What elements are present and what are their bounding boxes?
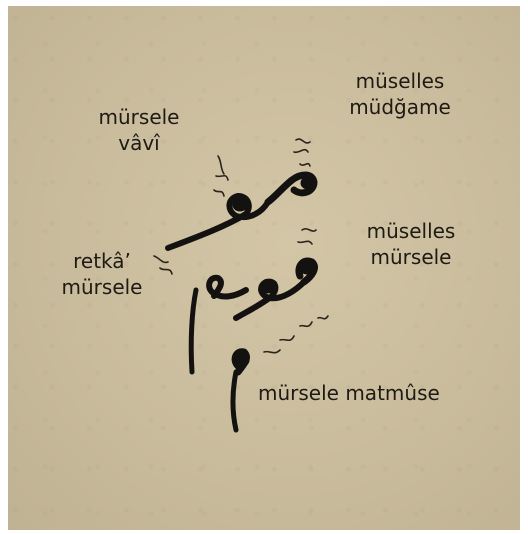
label-muselles-mudgame-line2: müdğame (330, 94, 470, 120)
label-muselles-mudgame-line1: müselles (330, 68, 470, 94)
label-muselles-mursele-line2: mürsele (350, 244, 472, 270)
label-muselles-mursele: müselles mürsele (350, 218, 472, 270)
label-mursele-matmuse-line1: mürsele matmûse (258, 380, 498, 406)
label-retka-mursele-line1: retkâ’ (52, 248, 152, 274)
label-mursele-vavi-line2: vâvî (86, 130, 192, 156)
label-retka-mursele: retkâ’ mürsele (52, 248, 152, 300)
lower-mim-stroke (233, 352, 249, 430)
label-muselles-mursele-line1: müselles (350, 218, 472, 244)
label-mursele-vavi-line1: mürsele (86, 104, 192, 130)
label-retka-mursele-line2: mürsele (52, 274, 152, 300)
middle-mim-stroke (191, 261, 314, 372)
upper-mim-stroke (168, 175, 315, 248)
label-mursele-vavi: mürsele vâvî (86, 104, 192, 156)
label-mursele-matmuse: mürsele matmûse (258, 380, 498, 406)
label-muselles-mudgame: müselles müdğame (330, 68, 470, 120)
